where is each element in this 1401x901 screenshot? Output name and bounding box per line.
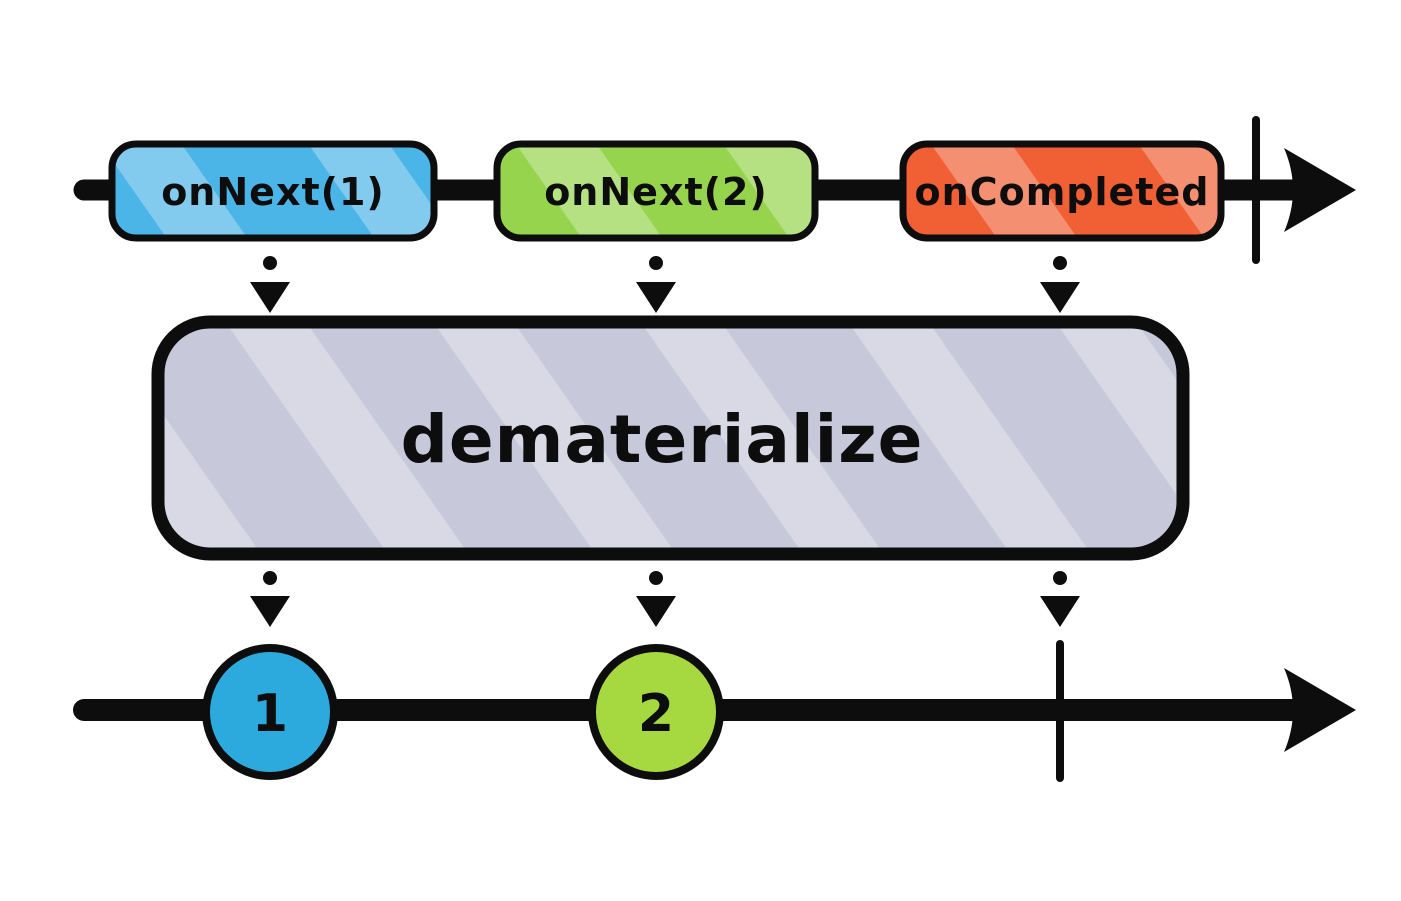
event-box-stripes — [899, 140, 1225, 242]
arrow-down-icon — [1040, 571, 1080, 627]
arrow-down-icon — [1040, 256, 1080, 313]
arrow-down-icon — [250, 571, 290, 627]
arrow-down-icon — [636, 571, 676, 627]
flow-arrows-output — [250, 571, 1080, 627]
marble-label: 1 — [252, 684, 288, 744]
operator-box: dematerialize — [151, 315, 1190, 561]
source-timeline-arrowhead-icon — [1284, 148, 1356, 232]
source-event-onnext2: onNext(2) — [493, 140, 819, 242]
marble-circle — [588, 644, 724, 780]
marble-circle — [202, 644, 338, 780]
marble-label: 2 — [638, 684, 674, 744]
event-label: onNext(1) — [161, 170, 385, 214]
operator-box-stripes — [151, 315, 1190, 561]
output-marble-1: 1 — [202, 644, 338, 780]
event-label: onCompleted — [915, 170, 1210, 214]
source-event-onnext1: onNext(1) — [108, 140, 438, 242]
operator-label: dematerialize — [401, 401, 924, 478]
event-box-stripes — [108, 140, 438, 242]
arrow-down-icon — [250, 256, 290, 313]
output-timeline-arrowhead-icon — [1284, 668, 1356, 752]
arrow-down-icon — [636, 256, 676, 313]
event-box-stripes — [493, 140, 819, 242]
source-event-oncompleted: onCompleted — [899, 140, 1225, 242]
flow-arrows-input — [250, 256, 1080, 313]
output-marble-2: 2 — [588, 644, 724, 780]
event-label: onNext(2) — [544, 170, 768, 214]
